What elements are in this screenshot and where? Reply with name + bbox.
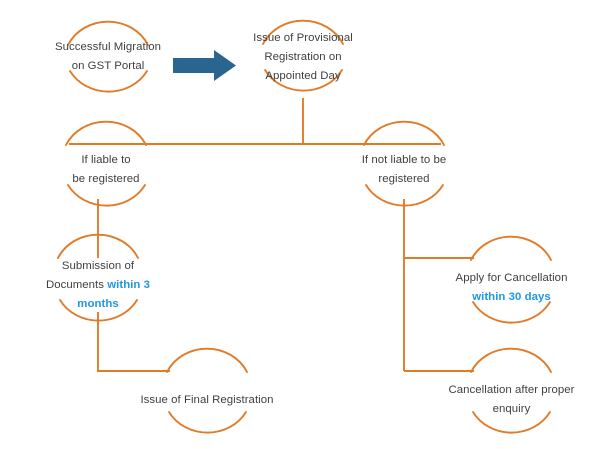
node-label-line: Successful Migration (54, 41, 162, 53)
arc-top-if-liable (65, 120, 147, 146)
node-label-line: on GST Portal (71, 60, 145, 72)
node-label-line: Apply for Cancellation (455, 272, 568, 284)
connector-submission-to-final (97, 312, 170, 372)
node-apply-for-cancellation[interactable]: Apply for Cancellation within 30 days (429, 264, 594, 312)
arc-bottom-apply-for-cancellation (472, 301, 551, 324)
arc-top-apply-for-cancellation (470, 235, 552, 261)
node-provisional-registration[interactable]: Issue of Provisional Registration on App… (228, 24, 378, 90)
node-submission-of-documents[interactable]: Submission of Documents within 3 months (18, 256, 178, 314)
arc-bottom-if-liable (67, 184, 146, 207)
node-label-line: Issue of Final Registration (140, 393, 274, 406)
node-label-line: registered (378, 173, 430, 185)
node-label-text: Documents (45, 278, 108, 291)
node-label-line: be registered (72, 173, 140, 185)
arc-bottom-cancellation-after-enquiry (472, 411, 551, 434)
connector-line-group (69, 98, 474, 372)
node-label-line: If not liable to be (361, 154, 447, 166)
arc-bottom-provisional-registration (264, 69, 343, 92)
arrow-migration-to-provisional (173, 50, 236, 81)
arc-top-provisional-registration (262, 19, 344, 45)
arc-top-successful-migration (67, 20, 149, 46)
node-if-not-liable[interactable]: If not liable to be registered (329, 146, 479, 194)
arc-top-cancellation-after-enquiry (470, 347, 552, 373)
arrow-icon (173, 50, 236, 81)
arc-bottom-successful-migration (69, 70, 148, 93)
arc-top-if-not-liable (363, 120, 445, 146)
node-label-line: Documents within 3 (46, 276, 150, 295)
node-label-line: enquiry (492, 403, 531, 415)
node-label-line: Appointed Day (265, 69, 341, 82)
arc-bottom-issue-final-registration (168, 411, 247, 434)
node-if-liable[interactable]: If liable to be registered (26, 146, 186, 194)
node-successful-migration[interactable]: Successful Migration on GST Portal (28, 33, 188, 81)
node-label-highlight: within 30 days (472, 291, 551, 303)
node-label-line: Cancellation after proper (448, 384, 575, 396)
node-label-highlight: months (77, 297, 119, 310)
node-label-line: Issue of Provisional (253, 31, 353, 44)
node-cancellation-after-enquiry[interactable]: Cancellation after proper enquiry (424, 376, 599, 424)
arc-top-issue-final-registration (166, 347, 248, 373)
node-label-line: Registration on (264, 50, 342, 63)
node-issue-final-registration[interactable]: Issue of Final Registration (122, 389, 292, 411)
node-label-line: If liable to (81, 154, 131, 166)
node-label-line: Submission of (61, 259, 135, 272)
node-arc-group (57, 19, 552, 434)
node-label-highlight: within 3 (107, 278, 151, 291)
